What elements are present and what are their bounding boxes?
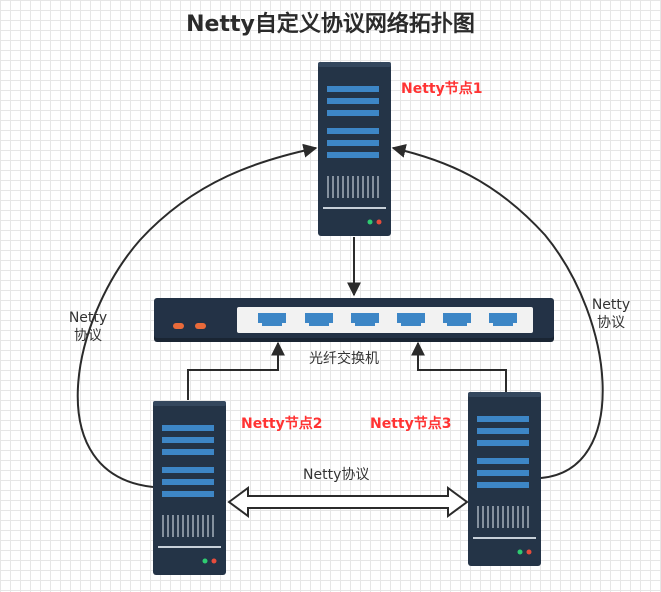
switch-port <box>305 313 333 326</box>
switch-label: 光纤交换机 <box>309 351 379 367</box>
drive-slot <box>327 86 379 92</box>
right-link-label: Netty 协议 <box>585 296 637 332</box>
drive-slot <box>162 425 214 431</box>
drive-slot <box>327 152 379 158</box>
drive-slot <box>477 470 529 476</box>
link-node3-switch <box>411 341 507 393</box>
led-red <box>526 549 532 555</box>
fiber-switch <box>154 298 554 342</box>
right-link-label-line1: Netty <box>591 297 631 313</box>
led-red <box>211 558 217 564</box>
drive-slot <box>162 467 214 473</box>
drive-slot <box>477 458 529 464</box>
vent-grille <box>327 176 379 198</box>
drive-slot <box>327 98 379 104</box>
drive-slot <box>162 449 214 455</box>
server-divider <box>158 546 221 548</box>
connections <box>76 143 604 518</box>
server-node1 <box>318 62 391 236</box>
switch-port <box>489 313 517 326</box>
vent-grille <box>477 506 529 528</box>
left-link-label-line1: Netty <box>68 310 108 326</box>
drive-slot <box>327 140 379 146</box>
drive-slot <box>477 440 529 446</box>
node1-label: Netty节点1 <box>401 81 483 97</box>
left-link-label-line2: 协议 <box>74 328 102 344</box>
server-top-edge <box>153 401 226 406</box>
drive-slot <box>162 491 214 497</box>
right-link-label-line2: 协议 <box>597 315 625 331</box>
switch-port <box>258 313 286 326</box>
switch-port <box>443 313 471 326</box>
drive-slot <box>477 416 529 422</box>
left-link-label: Netty 协议 <box>62 309 114 345</box>
server-node2 <box>153 401 226 575</box>
server-divider <box>323 207 386 209</box>
server-node3 <box>468 392 541 566</box>
switch-ports <box>258 313 517 326</box>
link-node2-node1 <box>76 143 318 488</box>
node3-label: Netty节点3 <box>370 416 452 432</box>
link-node3-node1 <box>391 144 604 479</box>
vent-grille <box>162 515 214 537</box>
led-green <box>517 549 523 555</box>
diagram-title: Netty自定义协议网络拓扑图 <box>186 12 475 37</box>
switch-status-led <box>195 323 206 329</box>
server-top-edge <box>468 392 541 397</box>
led-green <box>202 558 208 564</box>
drive-slots <box>162 425 214 497</box>
drive-slot <box>327 128 379 134</box>
drive-slot <box>162 479 214 485</box>
switch-status-led <box>173 323 184 329</box>
switch-port <box>397 313 425 326</box>
node2-label: Netty节点2 <box>241 416 323 432</box>
drive-slot <box>327 110 379 116</box>
drive-slot <box>477 482 529 488</box>
server-top-edge <box>318 62 391 67</box>
link-node2-switch <box>187 341 285 400</box>
bottom-link-label: Netty协议 <box>303 467 370 483</box>
server-divider <box>473 537 536 539</box>
led-green <box>367 219 373 225</box>
drive-slot <box>477 428 529 434</box>
link-node2-node3 <box>227 486 469 518</box>
drive-slots <box>327 86 379 158</box>
drive-slot <box>162 437 214 443</box>
led-red <box>376 219 382 225</box>
drive-slots <box>477 416 529 488</box>
switch-port <box>351 313 379 326</box>
